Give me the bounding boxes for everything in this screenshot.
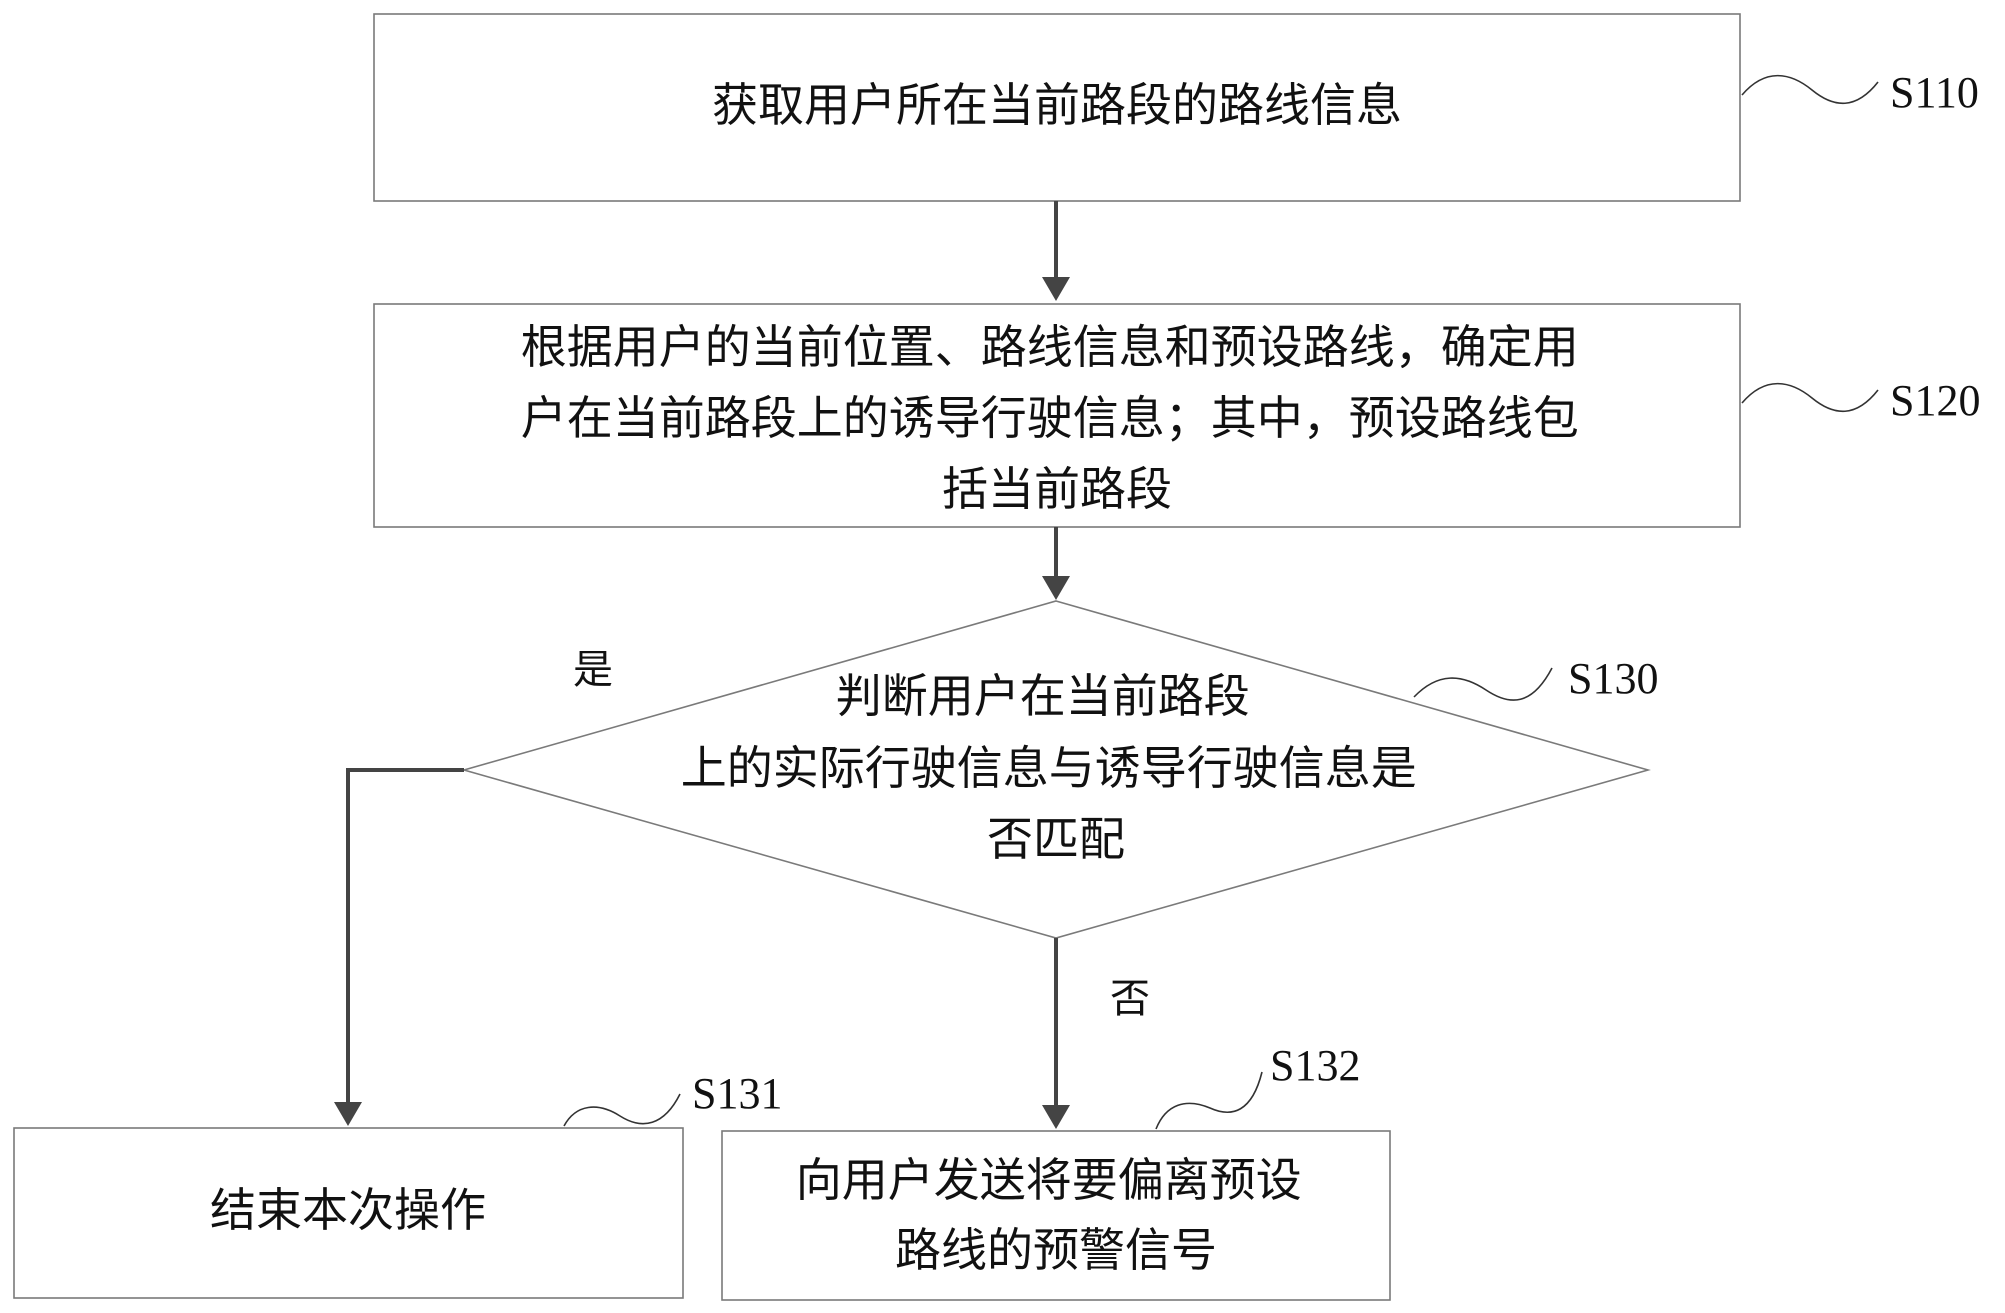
s130-line-1: 判断用户在当前路段 <box>836 669 1250 723</box>
s120-line-2: 户在当前路段上的诱导行驶信息；其中，预设路线包 <box>521 391 1579 445</box>
process-box-s120-frame <box>373 303 1741 528</box>
process-box-s110-frame <box>373 13 1741 202</box>
step-label-s131: S131 <box>692 1069 782 1118</box>
s120-line-3: 括当前路段 <box>942 462 1172 516</box>
process-box-s120-text: 根据用户的当前位置、路线信息和预设路线，确定用 户在当前路段上的诱导行驶信息；其… <box>521 320 1594 516</box>
process-box-s132-frame <box>721 1130 1391 1301</box>
step-label-connector-s110 <box>1741 74 1879 105</box>
s120-line-1: 根据用户的当前位置、路线信息和预设路线，确定用 <box>521 320 1579 374</box>
arrowhead-s131 <box>334 1102 362 1126</box>
step-label-connector-s132 <box>1155 1071 1263 1130</box>
process-box-s120: 根据用户的当前位置、路线信息和预设路线，确定用 户在当前路段上的诱导行驶信息；其… <box>373 303 1741 528</box>
branch-label-yes: 是 <box>573 647 613 693</box>
process-box-s131: 结束本次操作 <box>13 1127 684 1299</box>
s130-line-2: 上的实际行驶信息与诱导行驶信息是 <box>681 741 1417 795</box>
arrowhead-s130 <box>1042 576 1070 600</box>
step-label-s120: S120 <box>1890 376 1980 425</box>
s110-line-1: 获取用户所在当前路段的路线信息 <box>712 78 1402 132</box>
branch-label-no: 否 <box>1110 976 1150 1022</box>
process-box-s131-text: 结束本次操作 <box>210 1183 486 1237</box>
s132-line-2: 路线的预警信号 <box>895 1223 1217 1277</box>
s132-line-1: 向用户发送将要偏离预设 <box>796 1153 1302 1207</box>
decision-diamond-s130: 判断用户在当前路段 上的实际行驶信息与诱导行驶信息是 否匹配 <box>461 600 1651 939</box>
s131-line-1: 结束本次操作 <box>210 1183 486 1237</box>
step-label-connector-s130 <box>1413 667 1553 701</box>
process-box-s132: 向用户发送将要偏离预设 路线的预警信号 <box>721 1130 1391 1301</box>
arrowhead-s120 <box>1042 277 1070 301</box>
s130-line-3: 否匹配 <box>987 812 1125 866</box>
arrowhead-s132 <box>1042 1105 1070 1129</box>
step-label-s132: S132 <box>1270 1041 1360 1090</box>
decision-diamond-s130-text: 判断用户在当前路段 上的实际行驶信息与诱导行驶信息是 否匹配 <box>681 669 1432 866</box>
step-label-s130: S130 <box>1568 654 1658 703</box>
process-box-s132-text: 向用户发送将要偏离预设 路线的预警信号 <box>796 1153 1317 1277</box>
process-box-s110: 获取用户所在当前路段的路线信息 <box>373 13 1741 202</box>
step-label-connector-s131 <box>563 1093 681 1127</box>
connector-yes-branch <box>346 768 464 1104</box>
process-box-s110-text: 获取用户所在当前路段的路线信息 <box>712 78 1402 132</box>
step-label-s110: S110 <box>1890 68 1979 117</box>
step-label-connector-s120 <box>1741 382 1879 413</box>
process-box-s131-frame <box>13 1127 684 1299</box>
